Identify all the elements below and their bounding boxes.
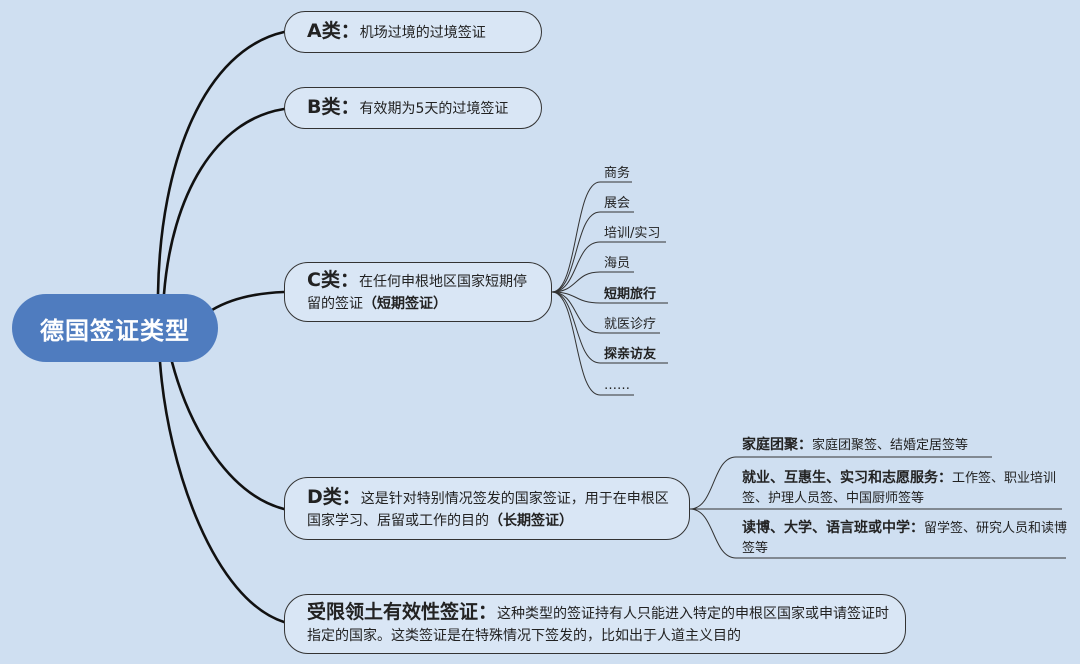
d-child-0[interactable]: 家庭团聚：家庭团聚签、结婚定居签等 <box>742 435 997 456</box>
link-c-1 <box>551 211 634 293</box>
c-child-5[interactable]: 就医诊疗 <box>604 317 657 332</box>
d-child-1[interactable]: 就业、互惠生、实习和志愿服务：工作签、职业培训签、护理人员签、中国厨师签等 <box>742 468 1067 509</box>
link-c-3 <box>551 271 634 293</box>
link-c-2 <box>551 241 666 293</box>
c-child-7[interactable]: …… <box>604 378 630 393</box>
topic-c-text: C类：在任何申根地区国家短期停留的签证（短期签证） <box>307 269 537 315</box>
d-child-0-text: 家庭团聚签、结婚定居签等 <box>812 438 969 453</box>
c-child-1[interactable]: 展会 <box>604 196 631 211</box>
c-child-3[interactable]: 海员 <box>604 256 631 271</box>
topic-a-desc: 机场过境的过境签证 <box>359 25 486 41</box>
link-d-2 <box>689 508 1066 559</box>
topic-c-suffix: （短期签证） <box>363 296 447 312</box>
topic-d-suffix: （长期签证） <box>489 512 573 529</box>
topic-e-head: 受限领土有效性签证： <box>307 601 498 623</box>
link-root-e <box>158 360 286 624</box>
topic-a-text: A类：机场过境的过境签证 <box>307 20 486 44</box>
link-d-0 <box>689 456 992 510</box>
d-child-2-head: 读博、大学、语言班或中学： <box>742 520 924 536</box>
link-c-4 <box>551 291 668 304</box>
link-c-5 <box>551 291 660 334</box>
topic-d-desc: 这是针对特别情况签发的国家签证，用于在申根区国家学习、居留或工作的目的 <box>307 490 669 529</box>
topic-a-head: A类： <box>307 20 360 42</box>
link-root-b <box>162 107 286 296</box>
link-c-6 <box>551 291 668 364</box>
topic-e-text: 受限领土有效性签证：这种类型的签证持有人只能进入特定的申根区国家或申请签证时指定… <box>307 601 891 647</box>
link-root-a <box>156 30 286 296</box>
c-child-2[interactable]: 培训/实习 <box>604 226 661 241</box>
topic-b-text: B类：有效期为5天的过境签证 <box>307 96 508 120</box>
d-child-1-text: 工作签、职业培训签、护理人员签、中国厨师签等 <box>742 471 1057 506</box>
root-node[interactable]: 德国签证类型 <box>12 294 218 362</box>
d-child-0-head: 家庭团聚： <box>742 437 812 453</box>
topic-d[interactable]: D类：这是针对特别情况签发的国家签证，用于在申根区国家学习、居留或工作的目的（长… <box>284 477 690 540</box>
topic-c[interactable]: C类：在任何申根地区国家短期停留的签证（短期签证） <box>284 262 552 322</box>
c-child-0[interactable]: 商务 <box>604 166 631 181</box>
topic-d-head: D类： <box>307 485 361 508</box>
topic-c-head: C类： <box>307 269 359 291</box>
root-title: 德国签证类型 <box>40 316 190 345</box>
d-child-1-head: 就业、互惠生、实习和志愿服务： <box>742 470 952 486</box>
topic-b[interactable]: B类：有效期为5天的过境签证 <box>284 87 542 129</box>
topic-e-desc: 这种类型的签证持有人只能进入特定的申根区国家或申请签证时指定的国家。这类签证是在… <box>307 606 890 644</box>
d-child-2-text: 留学签、研究人员和读博签等 <box>742 521 1068 556</box>
link-root-d <box>170 360 286 511</box>
link-c-0 <box>551 181 632 293</box>
topic-a[interactable]: A类：机场过境的过境签证 <box>284 11 542 53</box>
link-root-c <box>210 290 286 312</box>
topic-e[interactable]: 受限领土有效性签证：这种类型的签证持有人只能进入特定的申根区国家或申请签证时指定… <box>284 594 906 654</box>
d-child-2[interactable]: 读博、大学、语言班或中学：留学签、研究人员和读博签等 <box>742 518 1070 559</box>
topic-b-head: B类： <box>307 96 360 118</box>
topic-d-text: D类：这是针对特别情况签发的国家签证，用于在申根区国家学习、居留或工作的目的（长… <box>307 486 675 532</box>
c-child-6[interactable]: 探亲访友 <box>604 347 657 362</box>
topic-b-desc: 有效期为5天的过境签证 <box>359 101 509 117</box>
c-child-4[interactable]: 短期旅行 <box>604 287 657 302</box>
link-c-7 <box>551 291 634 396</box>
topic-c-desc: 在任何申根地区国家短期停留的签证 <box>307 274 527 312</box>
